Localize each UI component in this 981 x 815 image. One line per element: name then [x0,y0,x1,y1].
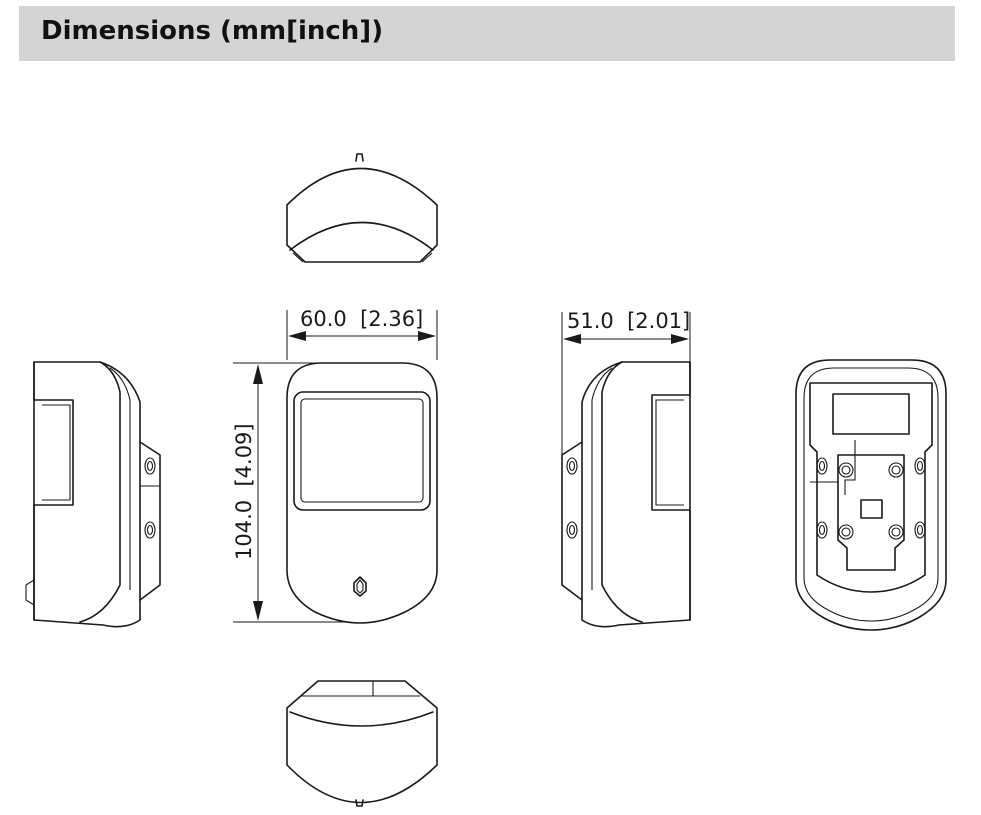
height-label: 104.0 [4.09] [232,423,256,560]
depth-label: 51.0 [2.01] [567,309,690,333]
top-view [286,153,438,263]
right-side-view [561,361,691,628]
height-dimension: 104.0 [4.09] [232,362,344,623]
depth-dimension: 51.0 [2.01] [561,309,691,455]
section-header: Dimensions (mm[inch]) [19,6,955,61]
left-side-view [25,361,161,628]
front-view [286,362,438,624]
logo-icon [353,576,367,597]
section-title: Dimensions (mm[inch]) [41,16,384,46]
back-view [795,359,947,631]
width-label: 60.0 [2.36] [300,307,423,331]
bottom-view [286,680,438,807]
width-dimension: 60.0 [2.36] [286,307,438,360]
